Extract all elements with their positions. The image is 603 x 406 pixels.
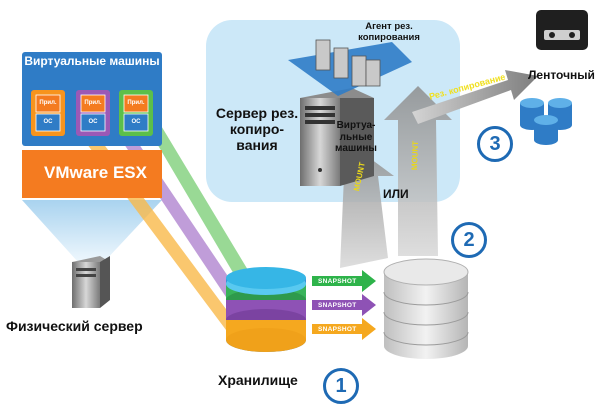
backup-server-label-line-3: вания — [236, 137, 278, 154]
server-vm-label-line-2: льные — [339, 131, 373, 143]
agent-label-line-1: Агент рез. — [365, 21, 413, 32]
snapshot-label-1: SNAPSHOT — [318, 278, 357, 285]
agent-label-line-2: копирования — [358, 31, 420, 43]
backup-server-label: Сервер рез. копиро- вания — [215, 105, 299, 153]
snapshot-arrow-green — [312, 270, 376, 292]
backup-server-label-line-1: Сервер рез. — [215, 105, 299, 121]
or-label: ИЛИ — [383, 187, 409, 201]
vm1-os-label: ОС — [43, 119, 53, 125]
vm-panel-title: Виртуальные машины — [24, 54, 160, 68]
vm3-os-label: ОС — [131, 119, 141, 125]
vm1-app-label: Прил. — [39, 100, 57, 106]
snapshot-arrow-purple — [312, 294, 376, 316]
physical-server-label: Физический сервер — [6, 318, 143, 334]
step-3-badge: 3 — [477, 126, 513, 162]
backup-arrow — [412, 70, 538, 124]
tape-drums-icon — [520, 98, 572, 145]
projection-cone — [22, 200, 162, 262]
vm2-app-label: Прил. — [84, 100, 102, 106]
mount-label-right: MOUNT — [410, 140, 421, 171]
esx-bar — [22, 150, 162, 198]
snapshot-label-3: SNAPSHOT — [318, 326, 357, 333]
agent-icon — [288, 39, 412, 96]
physical-server-icon — [72, 256, 110, 308]
tape-cassette-icon — [536, 10, 588, 50]
backup-server-icon — [300, 88, 374, 186]
vm-cards — [31, 90, 153, 136]
agent-label: Агент рез. копирования — [348, 21, 430, 44]
server-vm-label: Виртуа- льные машины — [330, 120, 382, 155]
backup-server-label-line-2: копиро- — [229, 121, 285, 138]
esx-label: VMware ESX — [44, 163, 147, 182]
step-1-badge: 1 — [323, 368, 359, 404]
vm3-app-label: Прил. — [127, 100, 145, 106]
storage-label: Хранилище — [218, 372, 298, 388]
vm2-os-label: ОС — [88, 119, 98, 125]
storage-cylinder — [226, 267, 306, 352]
tape-label: Ленточный — [528, 68, 595, 82]
snapshot-disk — [383, 258, 469, 359]
server-vm-label-line-1: Виртуа- — [336, 120, 376, 131]
server-vm-label-line-3: машины — [335, 143, 377, 154]
mount-beam-right — [384, 86, 452, 256]
step-2-badge: 2 — [451, 222, 487, 258]
beam-green — [136, 104, 260, 298]
snapshot-arrow-orange — [312, 318, 376, 340]
snapshot-label-2: SNAPSHOT — [318, 302, 357, 309]
